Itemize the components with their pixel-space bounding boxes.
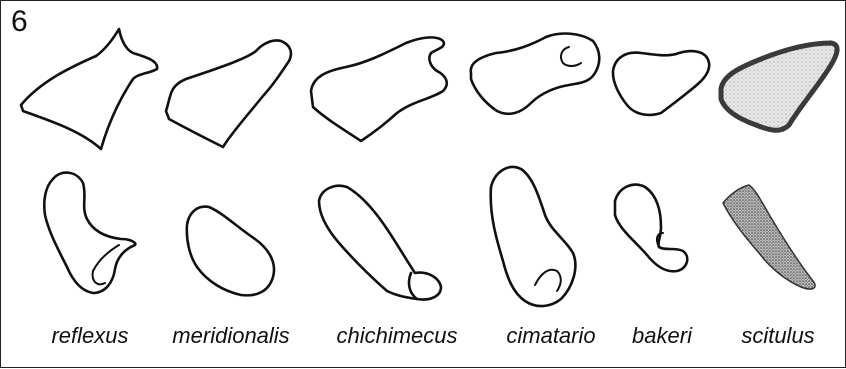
scitulus-top-shape — [721, 43, 837, 130]
scitulus-bottom-shape — [723, 185, 815, 289]
meridionalis-bottom-outline — [187, 207, 274, 296]
species-label-bakeri: bakeri — [632, 323, 692, 349]
reflexus-bottom-outline — [44, 173, 135, 293]
cimatario-bottom-outline — [491, 167, 576, 306]
meridionalis-top-outline — [166, 40, 291, 147]
species-label-chichimecus: chichimecus — [336, 323, 457, 349]
species-label-meridionalis: meridionalis — [172, 323, 289, 349]
species-label-cimatario: cimatario — [506, 323, 595, 349]
bakeri-top-outline — [613, 51, 709, 115]
cimatario-bottom-inner-mark — [535, 270, 561, 291]
cimatario-top-outline — [471, 34, 600, 114]
reflexus-top-outline — [21, 29, 157, 149]
chichimecus-bottom-tip-mark — [409, 273, 417, 299]
bakeri-bottom-outline — [615, 185, 687, 272]
cimatario-top-inner-mark — [561, 47, 581, 66]
species-label-scitulus: scitulus — [741, 323, 814, 349]
chichimecus-bottom-outline — [319, 186, 441, 300]
chichimecus-top-outline — [311, 37, 447, 141]
species-label-reflexus: reflexus — [51, 323, 128, 349]
